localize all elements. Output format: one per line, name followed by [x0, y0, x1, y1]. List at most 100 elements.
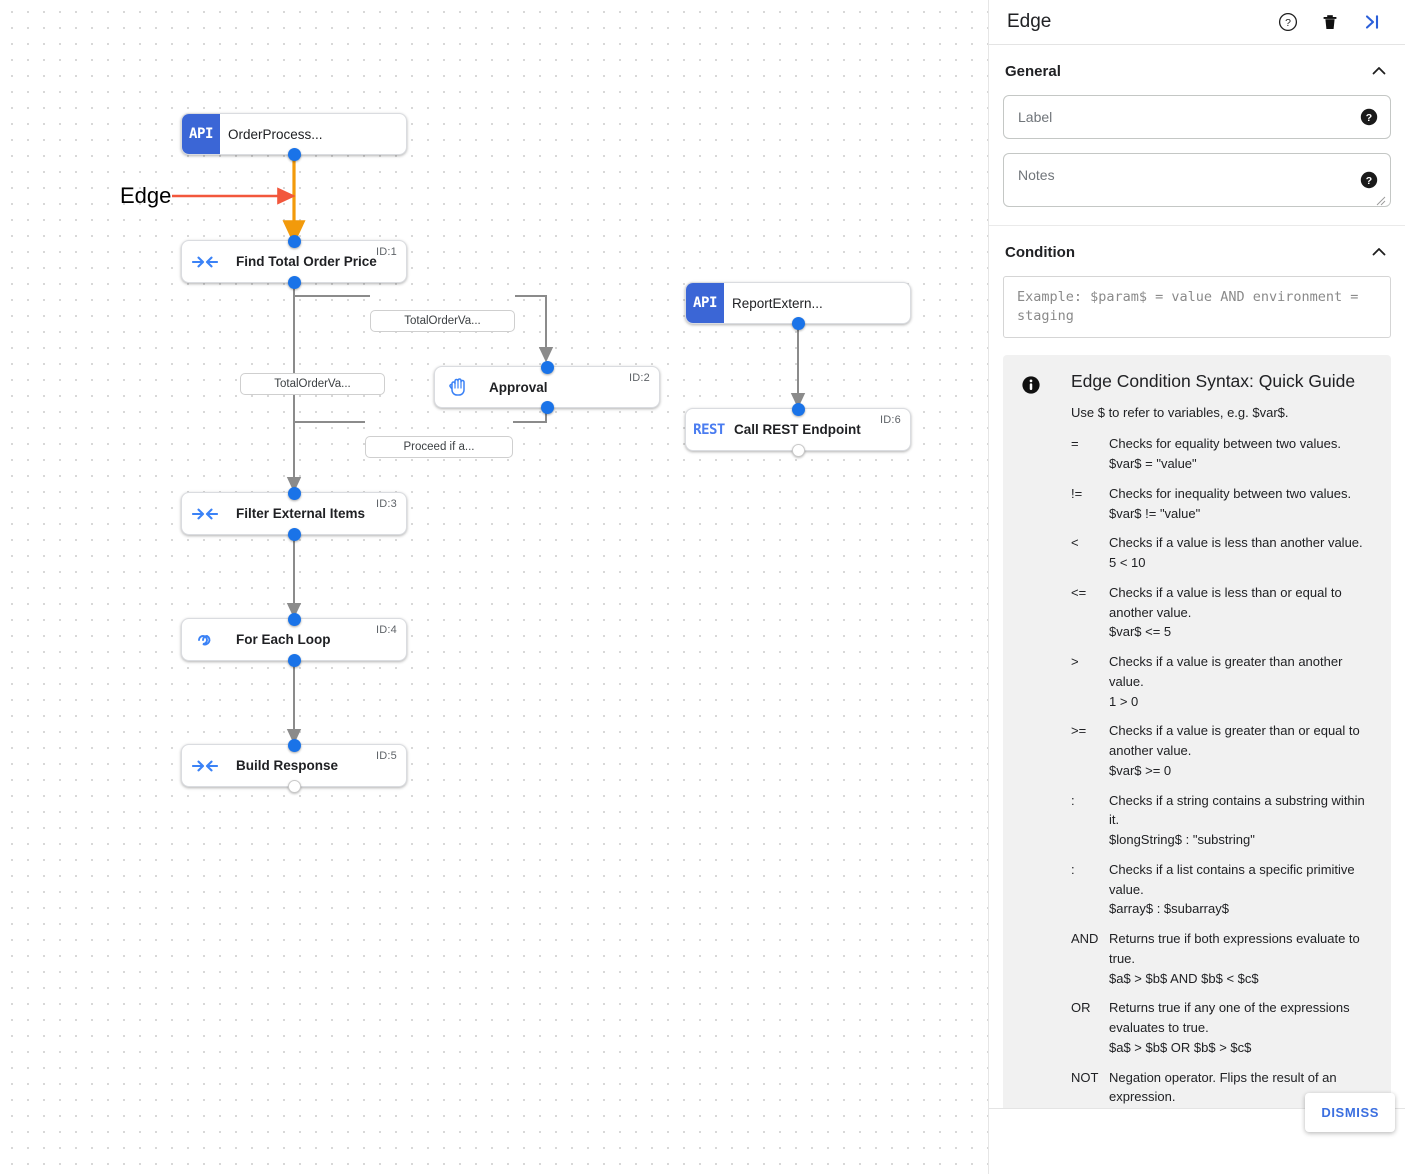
node-output-port[interactable] [287, 275, 301, 289]
chevron-up-icon[interactable] [1369, 61, 1389, 81]
svg-text:?: ? [1366, 112, 1372, 124]
general-section-title: General [1005, 62, 1061, 80]
node-title: Find Total Order Price [236, 254, 377, 269]
notes-input[interactable] [1004, 154, 1390, 206]
operator-description-text: Checks for equality between two values. [1109, 436, 1341, 452]
condition-placeholder: Example: $param$ = value AND environment… [1017, 289, 1359, 325]
operator-example: 1 > 0 [1109, 693, 1139, 709]
syntax-guide-title: Edge Condition Syntax: Quick Guide [1071, 371, 1356, 392]
node-id-label: ID:3 [376, 498, 397, 510]
operator-symbol: > [1071, 654, 1079, 670]
node-input-port[interactable] [540, 360, 554, 374]
operator-description: Checks if a value is less than another v… [1109, 533, 1373, 573]
operator-description-text: Checks if a list contains a specific pri… [1109, 861, 1355, 897]
operator-description: Checks if a value is less than or equal … [1109, 583, 1373, 642]
operator-list: = Checks for equality between two values.… [1071, 434, 1373, 1108]
flow-node-find-total-order-price[interactable]: Find Total Order Price ID:1 [181, 234, 407, 289]
operator-symbol: NOT [1071, 1069, 1099, 1085]
node-input-port[interactable] [287, 738, 301, 752]
dismiss-button[interactable]: DISMISS [1305, 1093, 1395, 1132]
operator-description-text: Returns true if both expressions evaluat… [1109, 931, 1360, 966]
node-output-port[interactable] [287, 779, 301, 793]
panel-header: Edge ? [989, 0, 1405, 45]
node-id-label: ID:2 [629, 372, 650, 384]
condition-section-title: Condition [1005, 243, 1075, 261]
node-output-port[interactable] [287, 147, 301, 161]
help-circle-icon[interactable]: ? [1277, 11, 1299, 33]
panel-footer: DISMISS [989, 1093, 1405, 1174]
collapse-panel-icon[interactable] [1361, 11, 1383, 33]
condition-section-header[interactable]: Condition [1003, 242, 1391, 262]
flow-node-approval[interactable]: Approval ID:2 [434, 360, 660, 414]
node-input-port[interactable] [287, 486, 301, 500]
operator-row: :Checks if a list contains a specific pr… [1071, 860, 1373, 919]
condition-section: Condition Example: $param$ = value AND e… [989, 226, 1405, 339]
general-section-header[interactable]: General [1003, 61, 1391, 81]
label-help-icon[interactable]: ? [1360, 108, 1378, 126]
operator-example: $var$ <= 5 [1109, 624, 1172, 640]
operator-description: Checks if a list contains a specific pri… [1109, 860, 1373, 919]
operator-description-text: Checks if a value is less than another v… [1109, 535, 1363, 551]
flow-node-for-each-loop[interactable]: For Each Loop ID:4 [181, 612, 407, 667]
flow-node-build-response[interactable]: Build Response ID:5 [181, 738, 407, 793]
node-id-label: ID:4 [376, 624, 397, 636]
operator-example: $a$ > $b$ OR $b$ > $c$ [1109, 1039, 1252, 1055]
operator-description: Returns true if any one of the expressio… [1109, 998, 1373, 1057]
flow-node-filter-external-items[interactable]: Filter External Items ID:3 [181, 486, 407, 541]
edge-label[interactable]: TotalOrderVa... [240, 373, 385, 395]
node-input-port[interactable] [791, 402, 805, 416]
edge-label[interactable]: TotalOrderVa... [370, 310, 515, 332]
node-title: Approval [489, 379, 548, 395]
transform-icon [182, 493, 228, 534]
flow-node-call-rest-endpoint[interactable]: REST Call REST Endpoint ID:6 [685, 402, 911, 457]
operator-description-text: Checks if a string contains a substring … [1109, 792, 1365, 828]
label-input[interactable] [1004, 96, 1390, 138]
operator-symbol: != [1071, 485, 1083, 501]
node-title: Filter External Items [236, 506, 366, 521]
transform-icon [182, 241, 228, 282]
operator-description: Checks for inequality between two values… [1109, 484, 1373, 524]
loop-icon [182, 619, 228, 660]
operator-description: Checks for equality between two values. $… [1109, 434, 1373, 474]
edge-label[interactable]: Proceed if a... [365, 436, 513, 458]
condition-input[interactable]: Example: $param$ = value AND environment… [1003, 276, 1391, 339]
operator-example: 5 < 10 [1109, 555, 1146, 571]
hand-icon [435, 367, 481, 407]
flow-node-reportextern[interactable]: API ReportExtern... [685, 282, 911, 330]
operator-example: $var$ = "value" [1109, 456, 1197, 472]
node-id-label: ID:6 [880, 414, 901, 426]
node-id-label: ID:1 [376, 246, 397, 258]
chevron-up-icon[interactable] [1369, 242, 1389, 262]
syntax-guide-subtitle: Use $ to refer to variables, e.g. $var$. [1071, 405, 1289, 421]
operator-description-text: Checks if a value is greater than or equ… [1109, 723, 1360, 759]
operator-description-text: Checks if a value is greater than anothe… [1109, 654, 1343, 689]
notes-help-icon[interactable]: ? [1360, 171, 1378, 189]
node-title: ReportExtern... [732, 295, 823, 311]
transform-icon [182, 745, 228, 786]
edge-annotation-label: Edge [120, 183, 172, 208]
operator-symbol: : [1071, 792, 1075, 808]
notes-field-wrapper: ? [1003, 153, 1391, 207]
operator-example: $array$ : $subarray$ [1109, 901, 1229, 917]
node-input-port[interactable] [287, 612, 301, 626]
operator-symbol: = [1071, 436, 1079, 452]
node-output-port[interactable] [287, 653, 301, 667]
node-output-port[interactable] [791, 443, 805, 457]
node-input-port[interactable] [287, 234, 301, 248]
edge-layer [172, 155, 806, 745]
node-output-port[interactable] [791, 316, 805, 330]
operator-row: : Checks if a string contains a substring… [1071, 791, 1373, 850]
operator-example: $var$ != "value" [1109, 505, 1201, 521]
panel-body: General ? [989, 45, 1405, 1108]
svg-text:?: ? [1366, 175, 1372, 187]
operator-description: Checks if a value is greater than or equ… [1109, 721, 1373, 780]
node-output-port[interactable] [540, 400, 554, 414]
svg-text:?: ? [1285, 17, 1291, 29]
flow-node-orderprocess[interactable]: API OrderProcess... [181, 113, 407, 161]
flow-canvas[interactable]: Edge API OrderProcess... Find Total Orde… [0, 0, 988, 1174]
trash-icon[interactable] [1319, 11, 1341, 33]
operator-example: $longString$ : "substring" [1109, 832, 1255, 848]
node-output-port[interactable] [287, 527, 301, 541]
